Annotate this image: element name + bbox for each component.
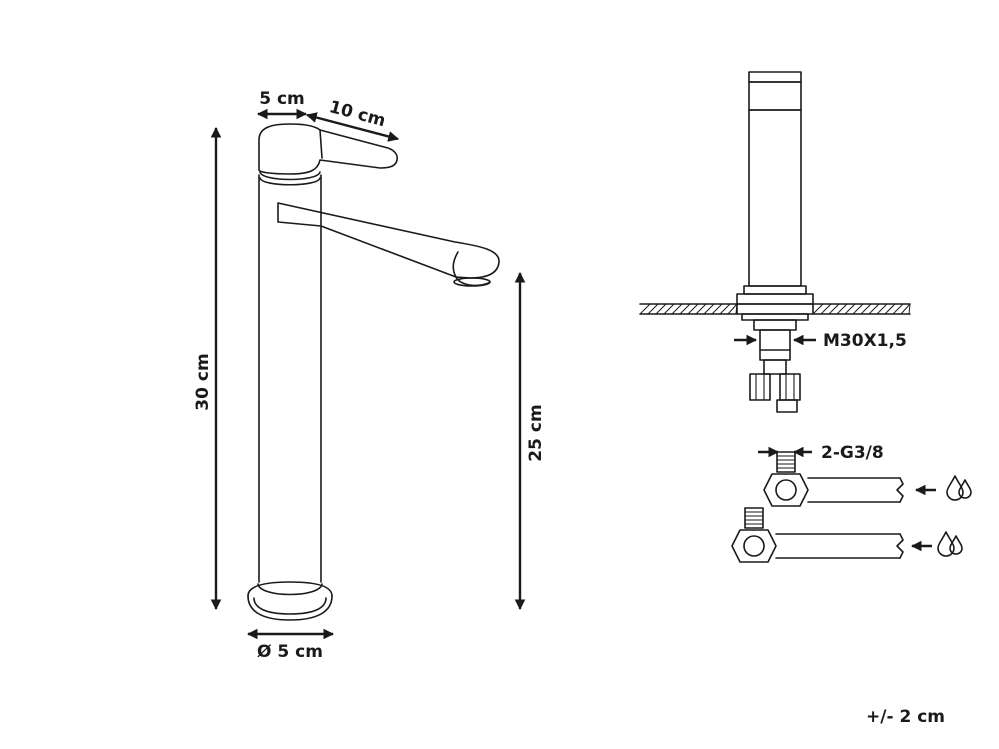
hatch-line — [679, 303, 691, 315]
hatch-line — [671, 303, 683, 315]
hatch-line — [655, 303, 667, 315]
hatch-line — [900, 303, 911, 315]
hatch-line — [687, 303, 699, 315]
mounting-hardware — [736, 303, 814, 413]
hatch-line — [828, 303, 840, 315]
hatch-line — [663, 303, 675, 315]
dim-handle-length-arrow — [305, 112, 400, 142]
faucet-handle — [258, 123, 399, 175]
hatch-line — [860, 303, 872, 315]
hatch-line — [703, 303, 715, 315]
faucet-base — [247, 595, 333, 621]
hatch-line — [884, 303, 896, 315]
hatch-line — [836, 303, 848, 315]
dim-base-diameter-label: Ø 5 cm — [257, 642, 323, 662]
hatch-line — [639, 303, 651, 315]
hatch-line — [812, 303, 824, 315]
faucet-side-view — [247, 123, 500, 621]
faucet-spout — [277, 202, 500, 279]
countertop — [639, 303, 911, 315]
dim-handle-width-label: 5 cm — [259, 89, 305, 109]
thread-size-label: M30X1,5 — [823, 331, 907, 351]
hatch-line — [695, 303, 707, 315]
hose-lower — [731, 507, 904, 563]
dim-spout-height-label: 25 cm — [526, 404, 546, 461]
hot-water-drops-icon — [946, 475, 972, 501]
hatch-line — [908, 303, 911, 315]
hatch-line — [719, 303, 731, 315]
cold-water-drops-icon — [937, 531, 963, 557]
hatch-line — [852, 303, 864, 315]
hatch-line — [711, 303, 723, 315]
faucet-body — [258, 174, 322, 583]
tolerance-note: +/- 2 cm — [866, 707, 945, 727]
dim-handle-length-label: 10 cm — [327, 97, 388, 131]
hose-upper — [763, 451, 904, 507]
hatch-line — [876, 303, 888, 315]
hatch-line — [820, 303, 832, 315]
hatch-line — [868, 303, 880, 315]
hatch-line — [727, 303, 738, 315]
dim-total-height-label: 30 cm — [193, 353, 213, 410]
faucet-front-view — [736, 71, 814, 305]
hose-size-label: 2-G3/8 — [821, 443, 884, 463]
hatch-line — [892, 303, 904, 315]
hatch-line — [647, 303, 659, 315]
hatch-line — [844, 303, 856, 315]
